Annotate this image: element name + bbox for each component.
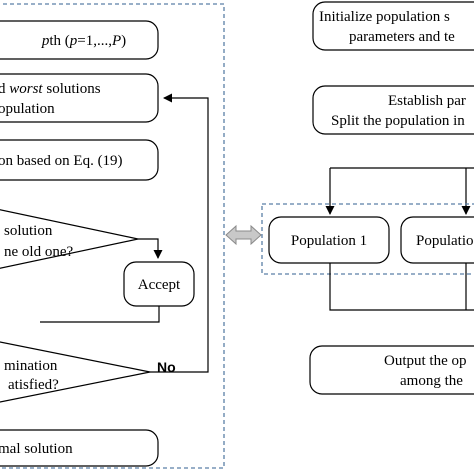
establish-line2: Split the population in — [331, 113, 465, 129]
populations-group-border — [261, 203, 474, 275]
establish-line1: Establish par — [388, 93, 466, 109]
decision2-line2: atisfied? — [8, 377, 59, 393]
population-2-text: Populatio — [416, 233, 474, 249]
population-1-box — [268, 216, 390, 264]
update-equation-box — [0, 139, 159, 181]
select-solutions-line1: d worst solutions — [0, 81, 101, 97]
update-equation-text: on based on Eq. (19) — [0, 153, 123, 169]
final-solution-box — [0, 429, 159, 467]
better-solution-decision — [0, 209, 139, 269]
population-1-text: Population 1 — [291, 233, 367, 249]
decision1-line1: solution — [4, 223, 53, 239]
no-label: No — [157, 359, 176, 375]
loop-start-box — [0, 20, 159, 60]
output-box — [309, 345, 474, 395]
link-double-arrow-icon — [225, 224, 262, 246]
establish-box — [312, 85, 474, 135]
decision2-line1: mination — [4, 358, 58, 374]
select-solutions-box — [0, 73, 159, 123]
no-loop-arrow — [150, 93, 209, 373]
termination-decision — [0, 341, 151, 403]
left-panel-border — [0, 3, 225, 469]
initialize-box — [312, 1, 474, 51]
decision1-to-accept-arrow — [138, 238, 163, 259]
initialize-line1: Initialize population s — [319, 9, 450, 25]
merge-line — [329, 263, 474, 311]
population-2-box — [400, 216, 474, 264]
select-solutions-line2: opulation — [0, 101, 55, 117]
output-line1: Output the op — [384, 353, 467, 369]
loop-start-text: pth (p=1,...,P) — [41, 33, 126, 49]
output-line2: among the — [400, 373, 463, 389]
accept-text: Accept — [138, 277, 181, 293]
decision1-line2: ne old one? — [4, 244, 73, 260]
accept-merge-line — [40, 306, 160, 323]
final-solution-text: mal solution — [0, 441, 73, 457]
initialize-line2: parameters and te — [349, 29, 455, 45]
